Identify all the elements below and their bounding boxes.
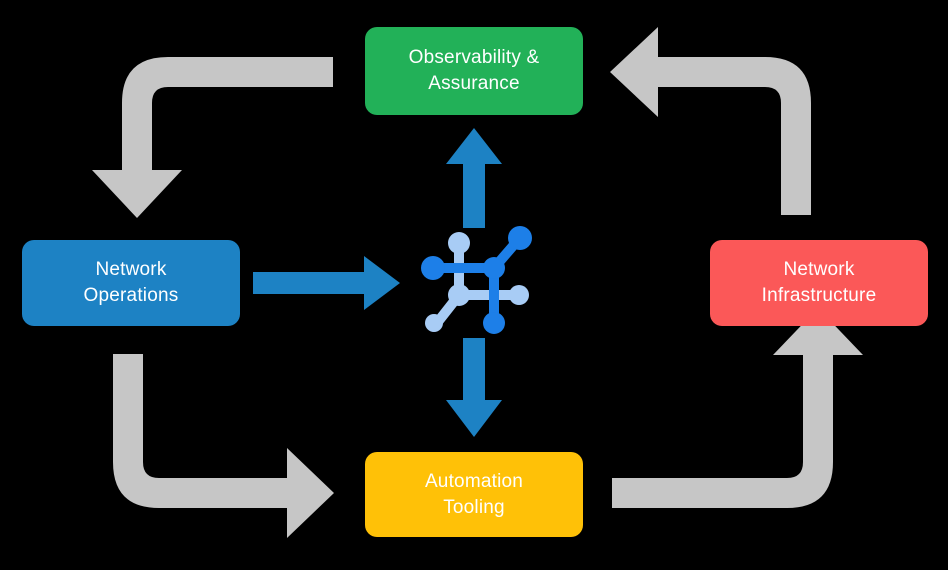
gray-arrow-automation-to-infrastructure	[612, 308, 863, 508]
node-label-automation: Automation Tooling	[424, 470, 524, 518]
node-automation-tooling[interactable]: Automation Tooling	[365, 452, 583, 537]
network-icon-primary-nodes	[421, 226, 532, 334]
node-label-infrastructure: Network Infrastructure	[761, 259, 877, 306]
network-topology-icon	[421, 226, 532, 334]
blue-arrow-center-to-automation	[446, 338, 502, 437]
gray-arrow-observability-to-operations	[92, 57, 333, 218]
node-observability-and-assurance[interactable]: Observability & Assurance	[365, 27, 583, 115]
node-network-operations[interactable]: Network Operations	[22, 240, 240, 326]
gray-arrow-infrastructure-to-observability	[610, 27, 811, 215]
blue-arrow-operations-to-center	[253, 256, 400, 310]
network-icon-secondary-edges	[432, 239, 524, 328]
node-network-infrastructure[interactable]: Network Infrastructure	[710, 240, 928, 326]
node-label-operations: Network Operations	[83, 259, 179, 306]
network-icon-secondary-nodes	[425, 232, 529, 332]
node-label-observability: Observability & Assurance	[408, 47, 540, 94]
blue-arrow-center-to-observability	[446, 128, 502, 228]
network-icon-primary-edges	[429, 234, 524, 327]
gray-arrow-operations-to-automation	[113, 354, 334, 538]
